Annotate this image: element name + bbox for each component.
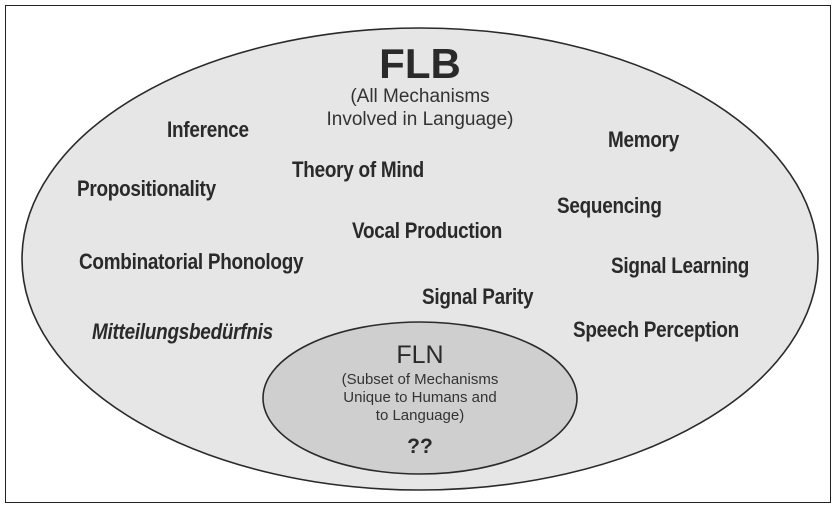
mechanism-inference: Inference [167, 117, 249, 142]
mechanism-sequencing: Sequencing [557, 193, 662, 218]
mechanism-propositionality: Propositionality [77, 176, 216, 201]
mechanism-speech-perception: Speech Perception [573, 317, 739, 342]
mechanism-mitteilungsbeduerfnis: Mitteilungsbedürfnis [92, 319, 273, 344]
mechanism-combinatorial-phonology: Combinatorial Phonology [79, 249, 304, 274]
mechanism-memory: Memory [608, 127, 680, 152]
fln-line3: to Language) [375, 407, 465, 424]
fln-line1: (Subset of Mechanisms [341, 371, 499, 388]
flb-subtitle-line2: Involved in Language) [326, 109, 514, 130]
mechanism-theory-of-mind: Theory of Mind [292, 157, 424, 182]
fln-line2: Unique to Humans and [343, 389, 497, 406]
mechanism-signal-learning: Signal Learning [611, 253, 750, 278]
fln-title: FLN [396, 341, 444, 369]
flb-ellipse [21, 27, 819, 491]
mechanism-vocal-production: Vocal Production [352, 218, 503, 243]
fln-ellipse [262, 321, 578, 475]
fln-unknown-marker: ?? [407, 435, 433, 458]
mechanism-signal-parity: Signal Parity [422, 284, 534, 309]
flb-title: FLB [379, 40, 461, 87]
flb-subtitle-line1: (All Mechanisms [350, 86, 490, 107]
